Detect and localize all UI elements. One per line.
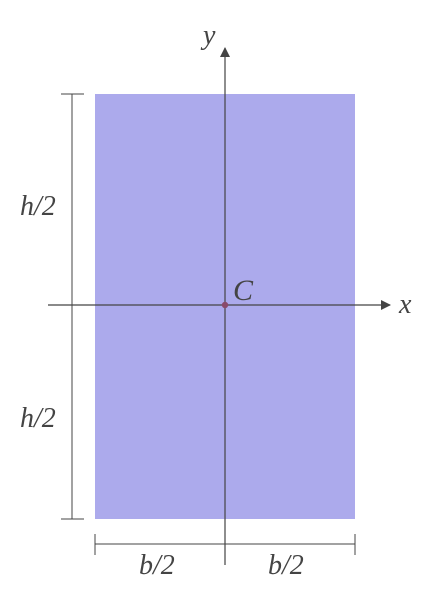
- centroid-point: [221, 301, 229, 309]
- x-axis-label: x: [398, 289, 412, 320]
- half-width-left-label: b/2: [139, 550, 175, 581]
- centroid-label: C: [233, 274, 254, 307]
- width-dimension: [94, 534, 356, 555]
- half-height-top-label: h/2: [20, 191, 56, 222]
- half-width-right-label: b/2: [268, 550, 304, 581]
- half-height-bottom-label: h/2: [20, 403, 56, 434]
- y-axis-label: y: [200, 20, 216, 51]
- height-dimension: [61, 93, 84, 520]
